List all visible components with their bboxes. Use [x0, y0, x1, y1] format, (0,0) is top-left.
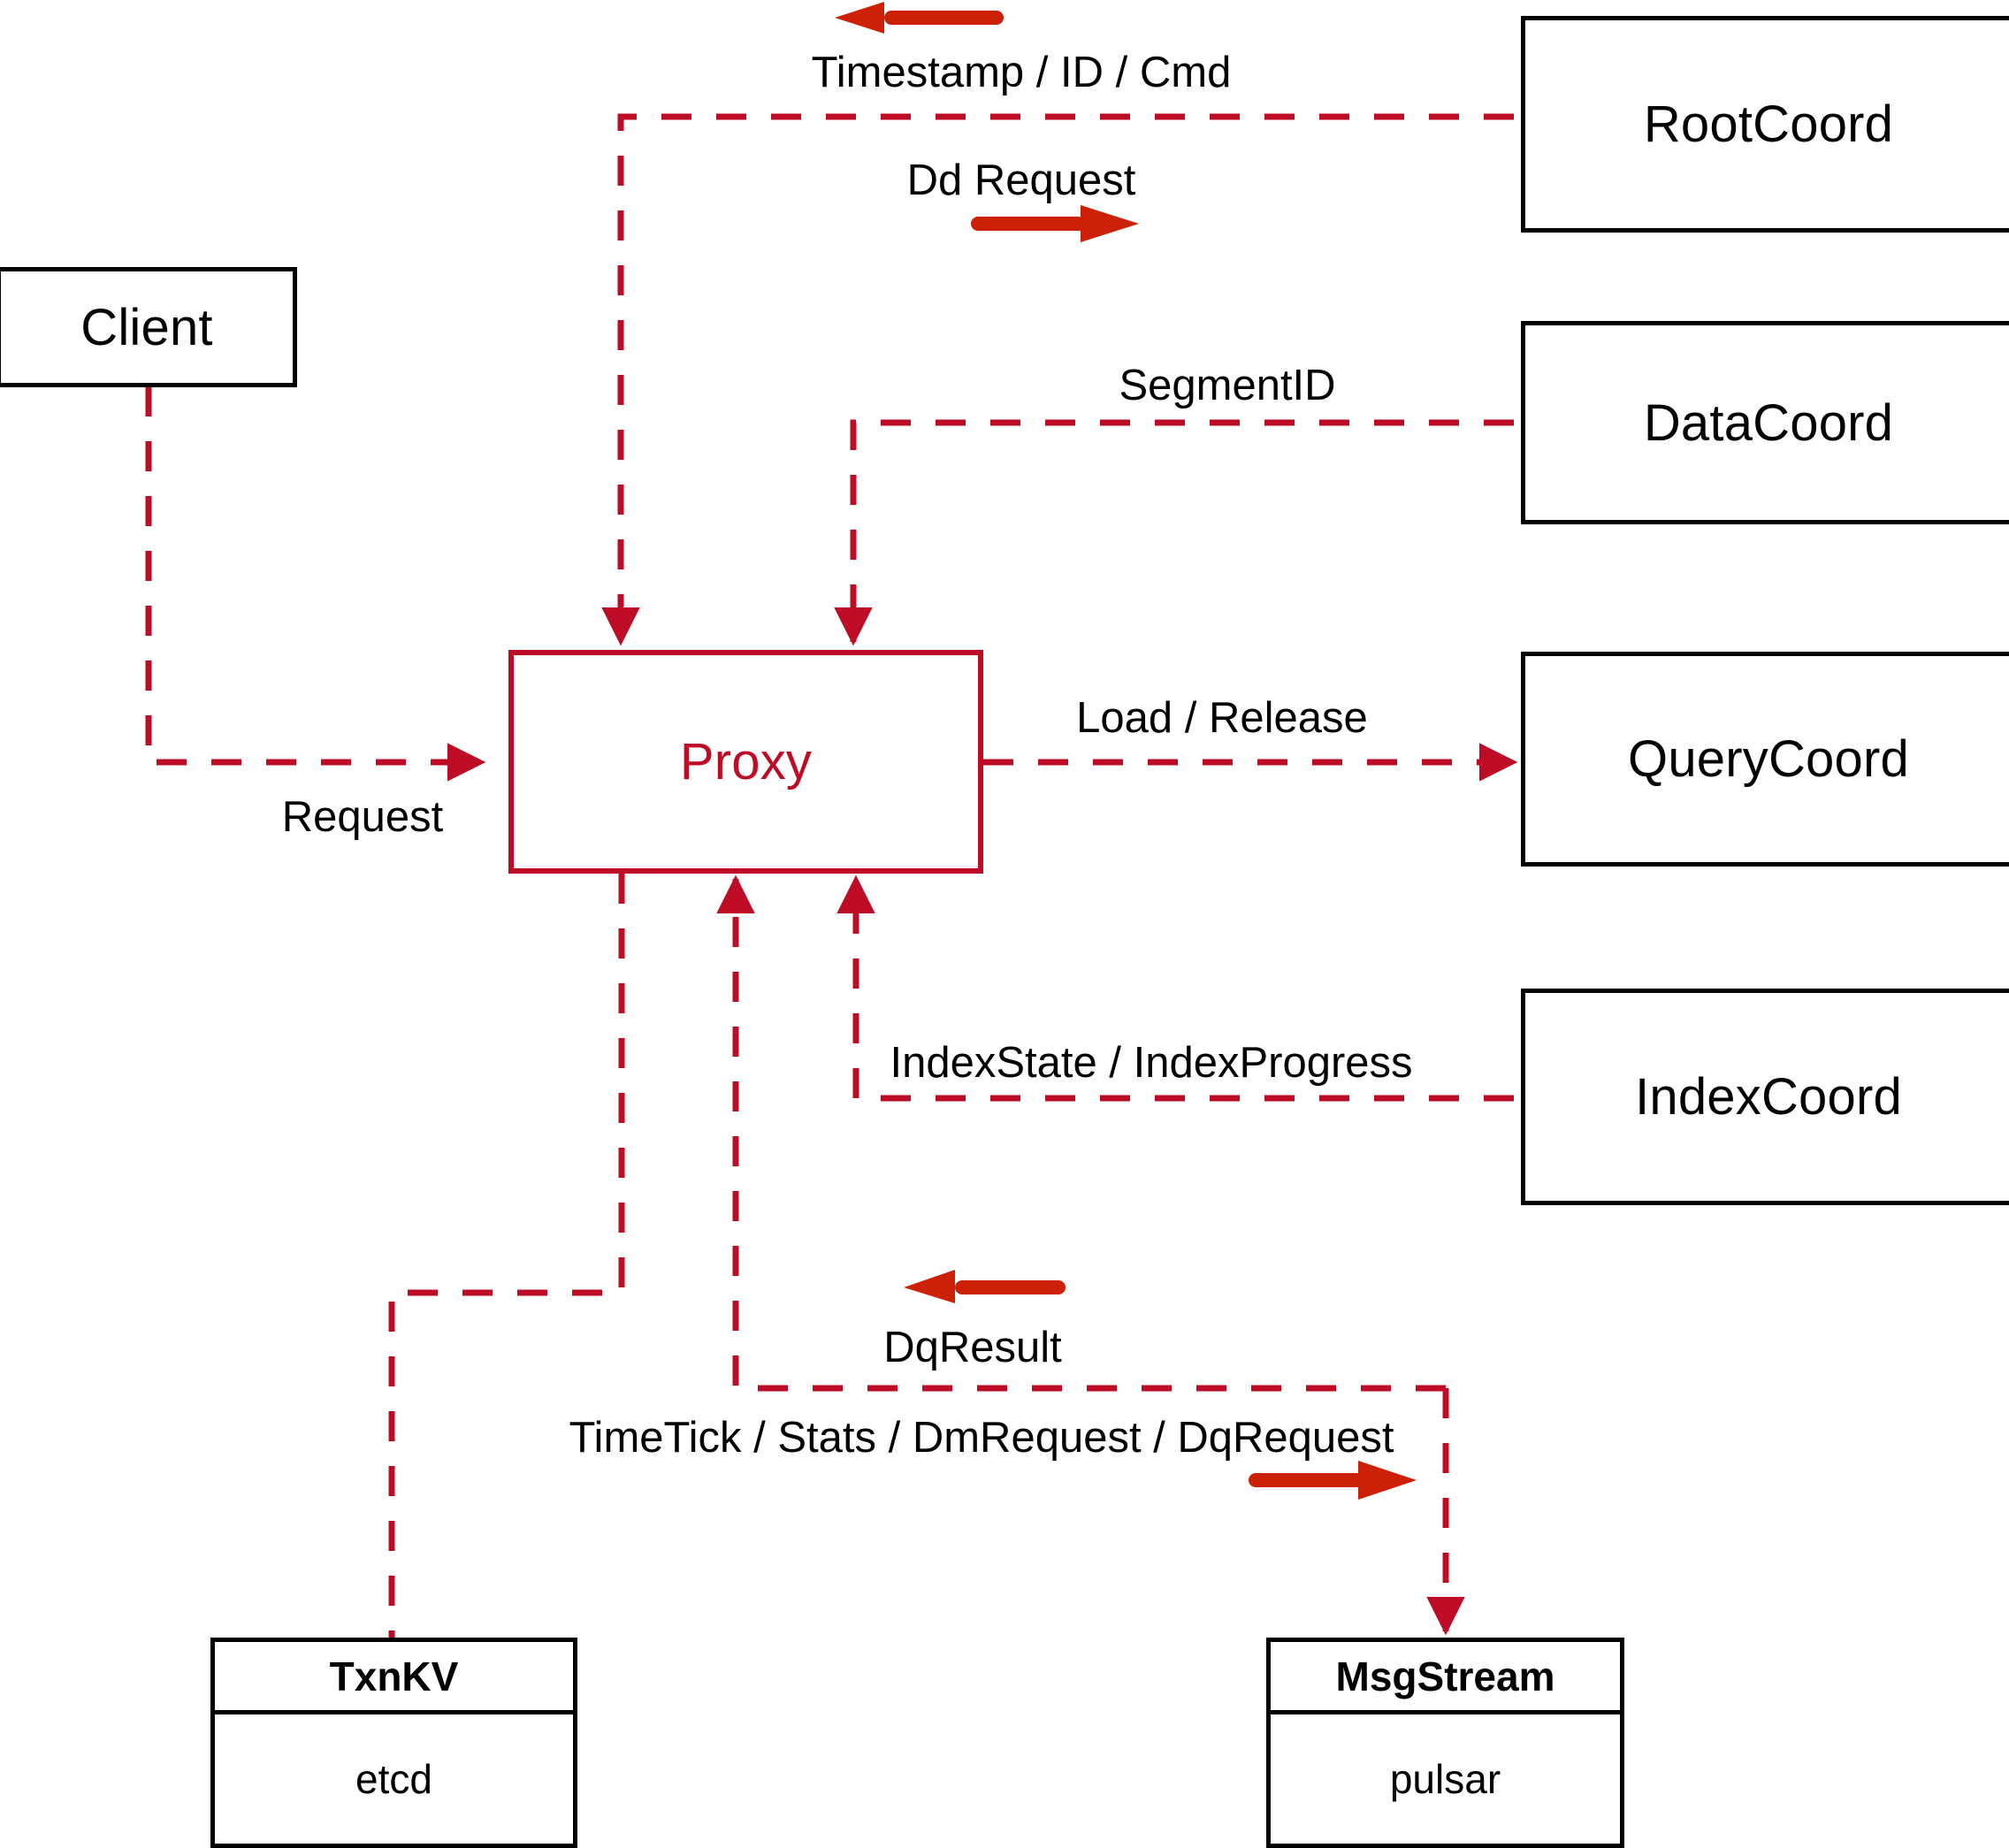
node-msgstream-header: MsgStream — [1271, 1642, 1620, 1714]
edge-label-timetick-stats-dm-dq: TimeTick / Stats / DmRequest / DqRequest — [569, 1414, 1394, 1462]
node-txnkv-body: etcd — [355, 1756, 432, 1802]
edge-label-dq-result: DqResult — [883, 1324, 1062, 1371]
node-msgstream-body: pulsar — [1389, 1756, 1501, 1802]
node-msgstream[interactable]: MsgStream pulsar — [1266, 1638, 1624, 1848]
node-txnkv-header: TxnKV — [215, 1642, 573, 1714]
node-client[interactable]: Client — [0, 267, 297, 387]
node-proxy-label: Proxy — [679, 733, 813, 790]
edge-indexcoord-to-proxy — [836, 874, 1514, 1102]
direction-arrow-timetick-right — [1249, 1461, 1417, 1500]
edge-proxy-to-txnkv — [388, 874, 625, 1638]
edge-label-index-state-progress: IndexState / IndexProgress — [890, 1039, 1413, 1087]
node-datacoord-label: DataCoord — [1643, 393, 1894, 452]
node-txnkv[interactable]: TxnKV etcd — [210, 1638, 577, 1848]
node-client-label: Client — [80, 298, 213, 356]
edge-label-segment-id: SegmentID — [1119, 362, 1336, 409]
direction-arrow-dd-request-right — [971, 205, 1139, 242]
node-proxy[interactable]: Proxy — [508, 650, 983, 874]
edge-label-load-release: Load / Release — [1076, 694, 1368, 742]
edge-proxy-to-rootcoord — [601, 113, 1514, 646]
node-indexcoord-label: IndexCoord — [1635, 1068, 1902, 1126]
direction-arrow-dqresult-left — [904, 1270, 1066, 1303]
edge-label-request: Request — [281, 793, 444, 841]
edge-msgstream-to-proxy — [716, 874, 1446, 1392]
edge-client-to-proxy — [145, 386, 486, 782]
edge-datacoord-to-proxy — [834, 419, 1514, 646]
edge-label-dd-request: Dd Request — [906, 157, 1136, 204]
edge-label-timestamp-id-cmd: Timestamp / ID / Cmd — [811, 49, 1232, 96]
node-indexcoord[interactable]: IndexCoord — [1521, 989, 2009, 1205]
node-querycoord[interactable]: QueryCoord — [1521, 652, 2009, 867]
direction-arrow-timestamp-left — [835, 2, 1004, 34]
node-datacoord[interactable]: DataCoord — [1521, 321, 2009, 524]
node-rootcoord[interactable]: RootCoord — [1521, 16, 2009, 233]
node-rootcoord-label: RootCoord — [1643, 95, 1894, 153]
node-querycoord-label: QueryCoord — [1628, 730, 1909, 788]
